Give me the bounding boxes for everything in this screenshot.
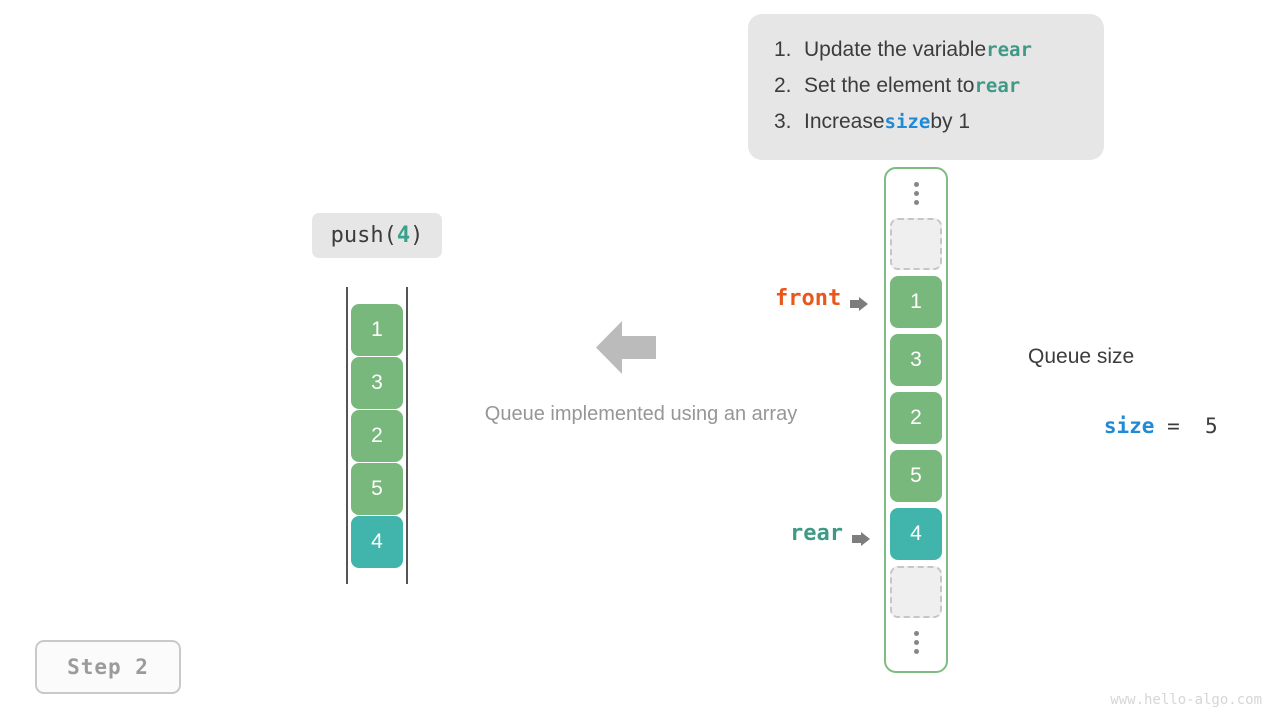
keyword-size: size: [884, 111, 931, 133]
size-readout-title: Queue size: [1028, 345, 1135, 368]
front-pointer: front: [775, 286, 869, 311]
arrow-left-icon: [596, 320, 656, 375]
operation-badge: push(4): [312, 213, 442, 258]
queue-cell: 5: [890, 450, 942, 502]
keyword-rear: rear: [974, 75, 1021, 97]
diagram-caption: Queue implemented using an array: [484, 403, 798, 425]
array-rail-right: [406, 287, 408, 584]
instruction-text: Update the variable rear: [804, 32, 1032, 68]
operation-close: ): [410, 223, 424, 248]
instruction-panel: 1. Update the variable rear 2. Set the e…: [748, 14, 1104, 160]
rear-pointer-label: rear: [790, 521, 843, 546]
front-pointer-label: front: [775, 286, 842, 311]
step-badge: Step 2: [35, 640, 181, 694]
instruction-item: 3. Increase size by 1: [774, 104, 1078, 140]
size-readout-expression: size = 5: [1028, 372, 1218, 480]
array-cell-new: 4: [351, 516, 403, 568]
array-rail-left: [346, 287, 348, 584]
rear-pointer: rear: [790, 521, 870, 546]
vertical-ellipsis-icon-bottom: [913, 618, 919, 667]
instruction-prefix: Set the element to: [804, 74, 975, 97]
queue-cell: 3: [890, 334, 942, 386]
instruction-number: 1.: [774, 38, 792, 61]
vertical-ellipsis-icon-top: [913, 169, 919, 218]
watermark: www.hello-algo.com: [1110, 692, 1262, 708]
queue-cell-empty: [890, 566, 942, 618]
instruction-item: 2. Set the element to rear: [774, 68, 1078, 104]
queue-cell: 1: [890, 276, 942, 328]
size-variable-name: size: [1103, 414, 1155, 438]
instruction-prefix: Increase: [804, 110, 885, 133]
array-cell: 5: [351, 463, 403, 515]
size-readout: Queue size size = 5: [1028, 342, 1218, 480]
instruction-text: Increase size by 1: [804, 104, 970, 140]
pointer-arrow-icon: [851, 527, 870, 546]
logical-array: 1 3 2 5 4: [346, 287, 408, 584]
queue-cell-list: 1 3 2 5 4: [890, 218, 942, 618]
queue-cell-empty: [890, 218, 942, 270]
operation-name: push(: [330, 223, 397, 248]
array-cell: 1: [351, 304, 403, 356]
instruction-number: 3.: [774, 110, 792, 133]
queue-cell-new: 4: [890, 508, 942, 560]
queue-container: 1 3 2 5 4: [884, 167, 948, 673]
keyword-rear: rear: [986, 39, 1032, 61]
pointer-arrow-icon: [850, 292, 869, 311]
array-cell: 3: [351, 357, 403, 409]
array-cell-list: 1 3 2 5 4: [351, 304, 403, 568]
instruction-text: Set the element to rear: [804, 68, 1020, 104]
size-variable-value: = 5: [1154, 414, 1218, 438]
instruction-number: 2.: [774, 74, 792, 97]
operation-value: 4: [396, 223, 411, 248]
instruction-item: 1. Update the variable rear: [774, 32, 1078, 68]
queue-cell: 2: [890, 392, 942, 444]
instruction-suffix: by 1: [930, 110, 971, 133]
array-cell: 2: [351, 410, 403, 462]
instruction-prefix: Update the variable: [804, 38, 987, 61]
